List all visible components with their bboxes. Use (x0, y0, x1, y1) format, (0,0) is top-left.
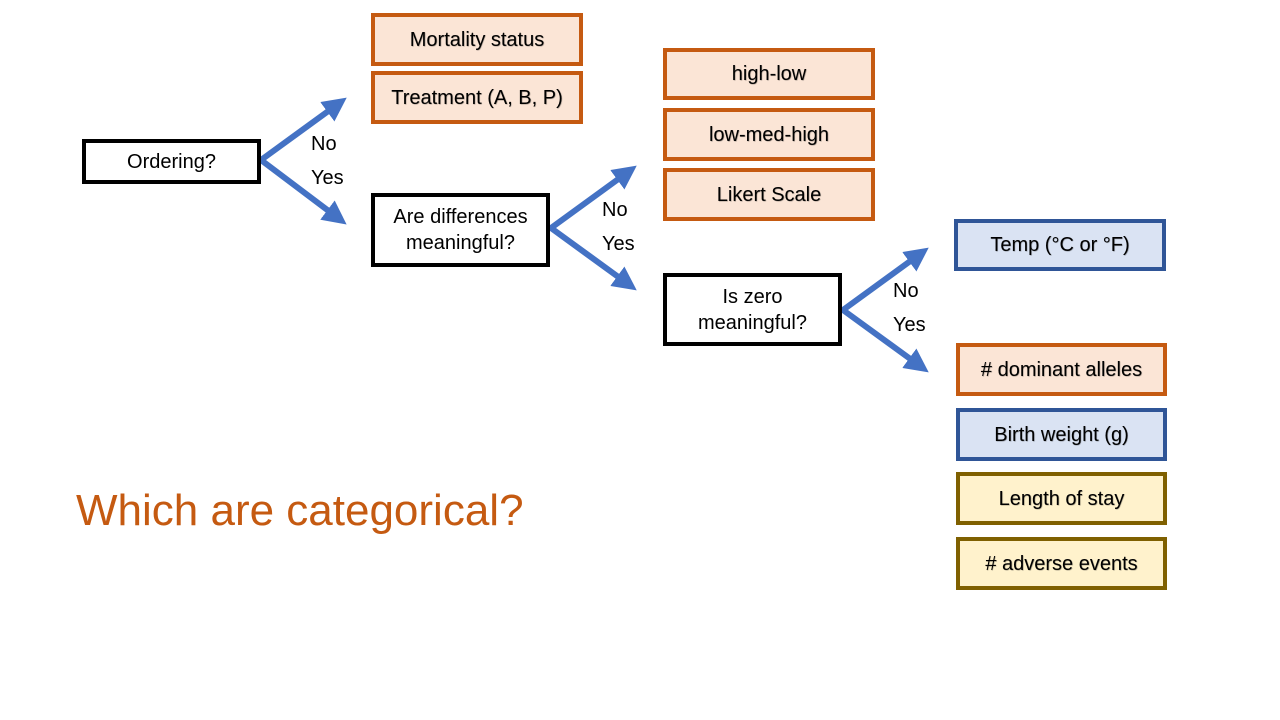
branch-label-no: No (311, 133, 337, 155)
question-differences-meaningful: Are differences meaningful? (371, 193, 550, 267)
question-zero-line2: meaningful? (698, 311, 807, 334)
arrow-zero-no (840, 247, 929, 313)
arrow-differences-no (548, 165, 637, 231)
branch-label-yes: Yes (893, 314, 926, 336)
question-ordering-text: Ordering? (127, 150, 216, 173)
example-length-of-stay: Length of stay (956, 472, 1167, 525)
arrow-zero-yes (840, 307, 929, 373)
branch-label-yes: Yes (602, 233, 635, 255)
arrow-ordering-no (258, 97, 347, 163)
example-birth-weight: Birth weight (g) (956, 408, 1167, 461)
branch-label-no: No (893, 280, 919, 302)
example-adverse-events: # adverse events (956, 537, 1167, 590)
example-likert-scale: Likert Scale (663, 168, 875, 221)
arrow-ordering-yes (258, 157, 347, 225)
example-temp: Temp (°C or °F) (954, 219, 1166, 271)
arrow-differences-yes (548, 225, 637, 291)
question-differences-line1: Are differences (393, 206, 528, 228)
branch-label-no: No (602, 199, 628, 221)
example-low-med-high: low-med-high (663, 108, 875, 161)
question-zero-line1: Is zero (722, 285, 783, 308)
example-dominant-alleles: # dominant alleles (956, 343, 1167, 396)
question-zero-meaningful: Is zero meaningful? (663, 273, 842, 346)
question-differences-line2: meaningful? (406, 232, 515, 254)
prompt-title: Which are categorical? (76, 486, 524, 535)
question-ordering: Ordering? (82, 139, 261, 184)
example-mortality-status: Mortality status (371, 13, 583, 66)
example-high-low: high-low (663, 48, 875, 100)
example-treatment: Treatment (A, B, P) (371, 71, 583, 124)
branch-label-yes: Yes (311, 167, 344, 189)
